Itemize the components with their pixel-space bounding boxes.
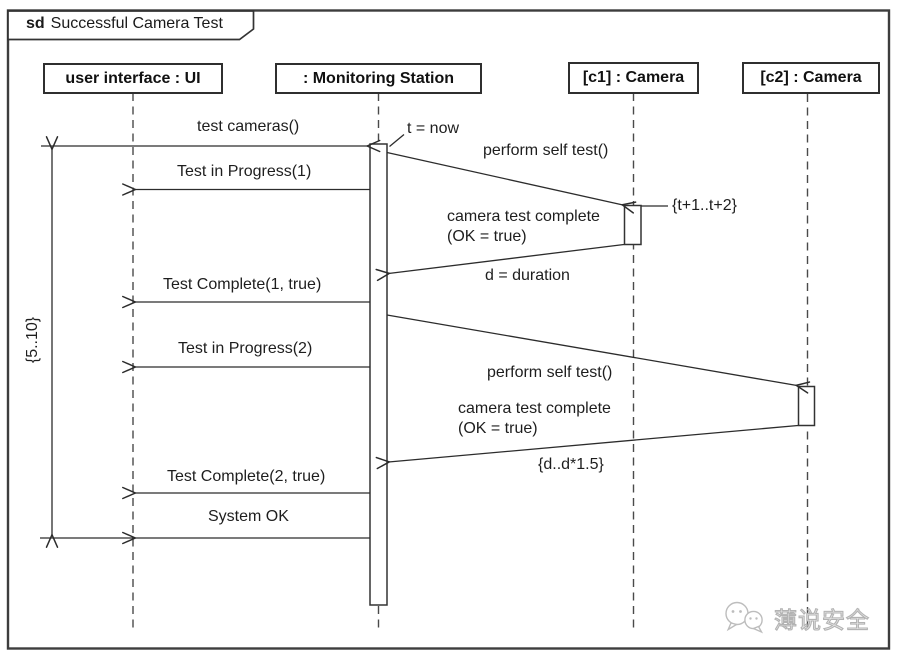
message-line-camera-test-complete-1 — [375, 243, 625, 282]
message-label-test-complete-1: Test Complete(1, true) — [163, 276, 322, 293]
chat-bubbles-icon — [725, 601, 764, 634]
message-label-test-in-progress-2: Test in Progress(2) — [178, 340, 313, 357]
message-label-camera-test-complete-2: camera test complete (OK = true) — [458, 400, 611, 437]
frame-title-text: Successful Camera Test — [50, 15, 223, 32]
message-label-test-in-progress-1: Test in Progress(1) — [177, 163, 312, 180]
frame-title-pentagon — [7, 10, 255, 41]
lifeline-head-camera-c1: [c1] : Camera — [568, 62, 699, 94]
message-line-camera-test-complete-2 — [375, 424, 799, 470]
lifeline-head-monitoring-station: : Monitoring Station — [275, 63, 482, 94]
activation-monitoring-station — [369, 143, 388, 606]
frame-title: sd Successful Camera Test — [26, 15, 223, 33]
time-observation-tick — [389, 133, 405, 148]
activation-camera-c1 — [623, 204, 642, 246]
message-label-camera-test-complete-1: camera test complete (OK = true) — [447, 208, 600, 245]
message-label-test-cameras: test cameras() — [197, 118, 300, 135]
c1-time-constraint-label: {t+1..t+2} — [672, 197, 737, 214]
frame-keyword: sd — [26, 15, 45, 32]
message-line-perform-self-test-2 — [386, 314, 811, 394]
time-observation-label: t = now — [407, 120, 460, 137]
c2-duration-constraint-label: {d..d*1.5} — [538, 456, 604, 473]
lifeline-head-user-interface: user interface : UI — [43, 63, 223, 94]
lifeline-head-camera-c2: [c2] : Camera — [742, 62, 880, 94]
message-lines — [40, 133, 811, 545]
message-label-perform-self-test-2: perform self test() — [487, 364, 613, 381]
watermark: 薄说安全 — [722, 600, 870, 636]
message-line-perform-self-test-1 — [386, 151, 637, 214]
message-label-perform-self-test-1: perform self test() — [483, 142, 609, 159]
message-label-system-ok: System OK — [208, 508, 289, 525]
activation-camera-c2 — [797, 385, 816, 427]
uml-frame — [6, 9, 891, 650]
message-label-test-complete-2: Test Complete(2, true) — [167, 468, 326, 485]
duration-observation-label: d = duration — [485, 267, 570, 284]
ui-duration-constraint-label: {5..10} — [24, 316, 41, 364]
frame-border — [6, 9, 891, 650]
watermark-text: 薄说安全 — [773, 606, 870, 633]
